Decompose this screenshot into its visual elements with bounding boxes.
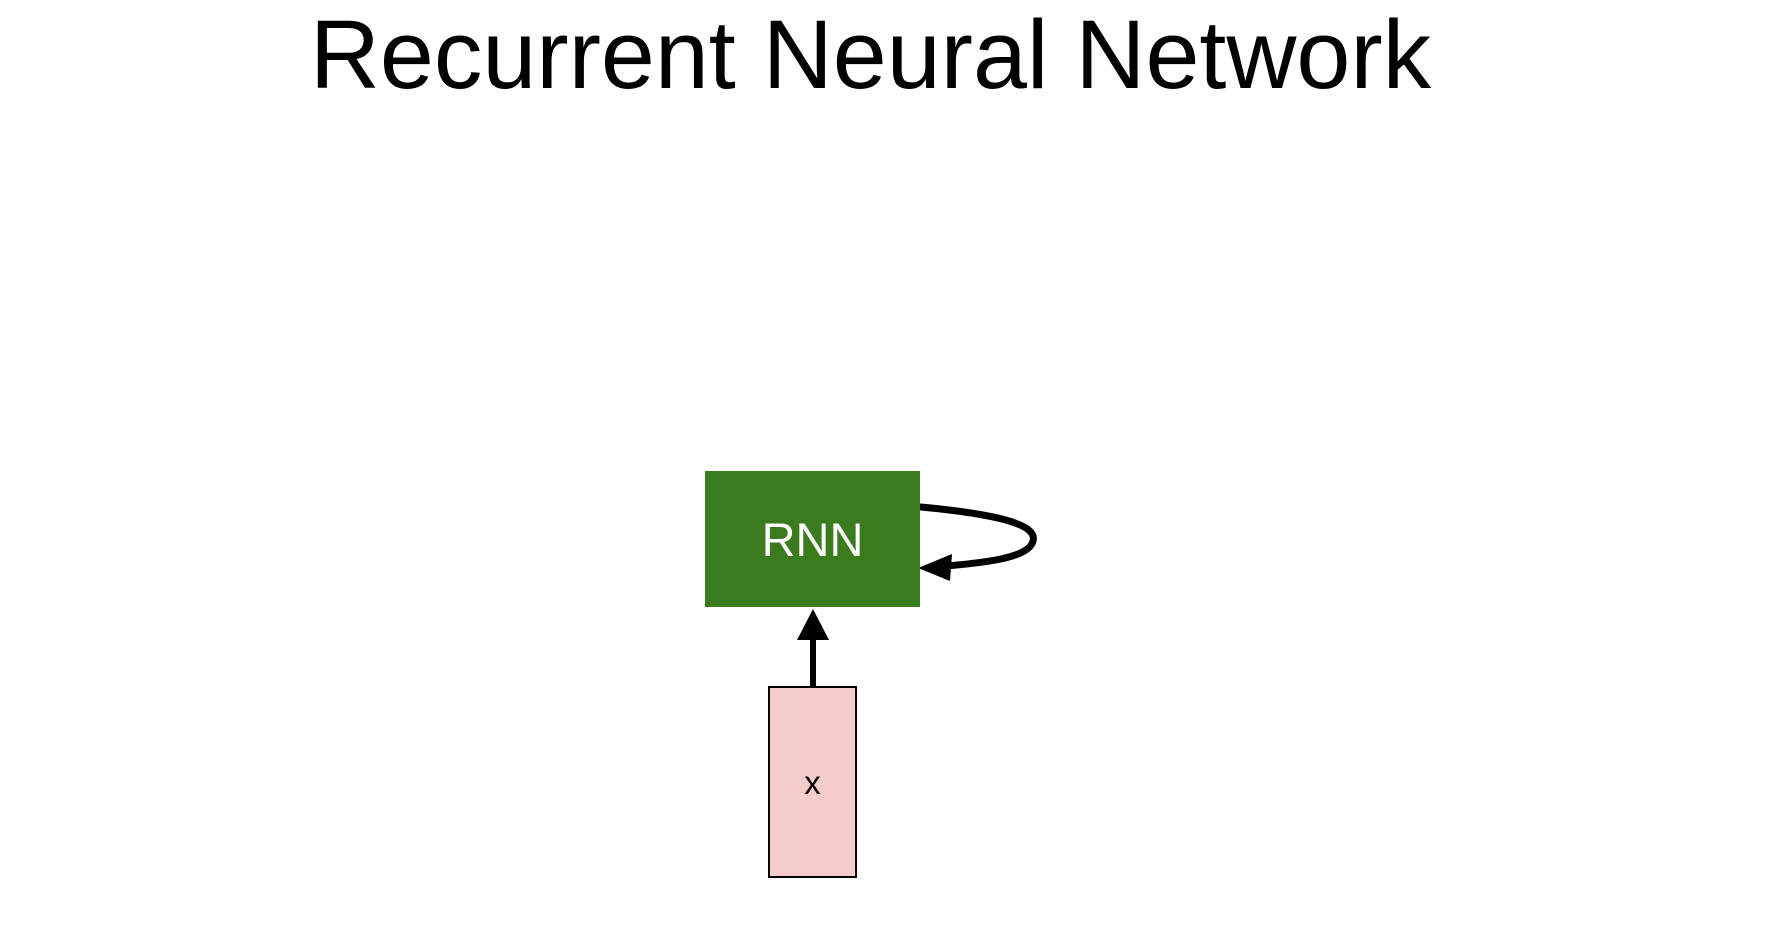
rnn-node[interactable]: RNN	[705, 471, 920, 607]
edge-rnn-self-loop-icon	[917, 503, 1037, 581]
rnn-node-label: RNN	[761, 512, 864, 566]
input-node[interactable]: x	[768, 686, 857, 878]
edge-input-to-rnn-icon	[797, 609, 829, 688]
input-node-label: x	[804, 763, 821, 801]
page-title: Recurrent Neural Network	[309, 0, 1432, 109]
